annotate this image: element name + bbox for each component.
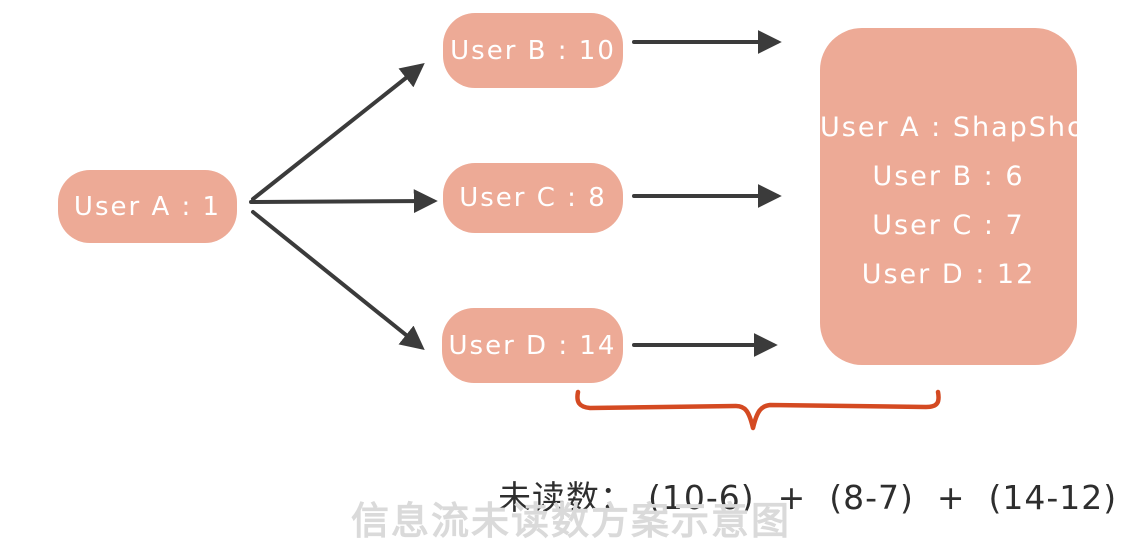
node-user-c: User C : 8 (443, 163, 623, 233)
formula-label: 未读数： (497, 478, 634, 517)
node-user-a-label: User A : 1 (73, 191, 222, 222)
arrow-a-to-b (251, 63, 425, 201)
arrow-a-to-c (249, 189, 438, 214)
arrow-a-to-d (251, 210, 425, 351)
node-user-a: User A : 1 (58, 170, 237, 243)
snapshot-line-user-d: User D : 12 (861, 259, 1036, 290)
node-user-b: User B : 10 (443, 13, 623, 88)
node-user-d: User D : 14 (442, 308, 623, 383)
snapshot-line-user-b: User B : 6 (872, 161, 1025, 192)
node-user-b-label: User B : 10 (450, 35, 616, 66)
brace (575, 389, 941, 431)
node-user-d-label: User D : 14 (448, 330, 617, 361)
unread-formula: 未读数： (10-6) + (8-7) + (14-12) =7 (452, 432, 1142, 546)
snapshot-line-user-a: User A : ShapShot (820, 112, 1099, 143)
node-user-c-label: User C : 8 (459, 183, 607, 213)
node-snapshot: User A : ShapShot User B : 6 User C : 7 … (820, 28, 1099, 365)
snapshot-line-user-c: User C : 7 (872, 210, 1025, 241)
formula-expression: (10-6) + (8-7) + (14-12) =7 (647, 478, 1142, 517)
diagram-caption: 信息流未读数方案示意图 (350, 499, 791, 543)
